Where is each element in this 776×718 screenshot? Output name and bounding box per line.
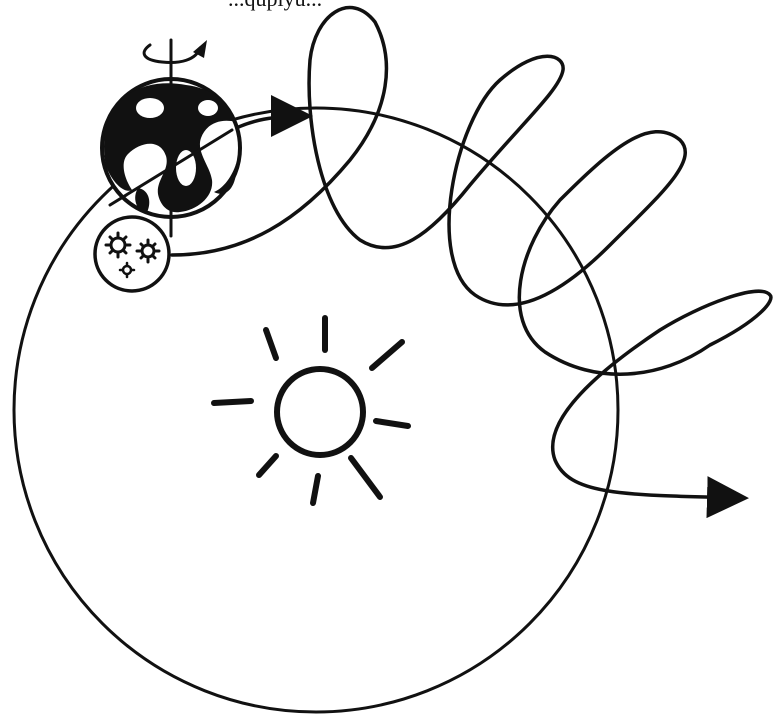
sun-icon (214, 318, 408, 503)
helical-path-arrow (172, 8, 771, 498)
moon-gears-icon (95, 217, 169, 291)
orbit-circle (14, 108, 618, 712)
